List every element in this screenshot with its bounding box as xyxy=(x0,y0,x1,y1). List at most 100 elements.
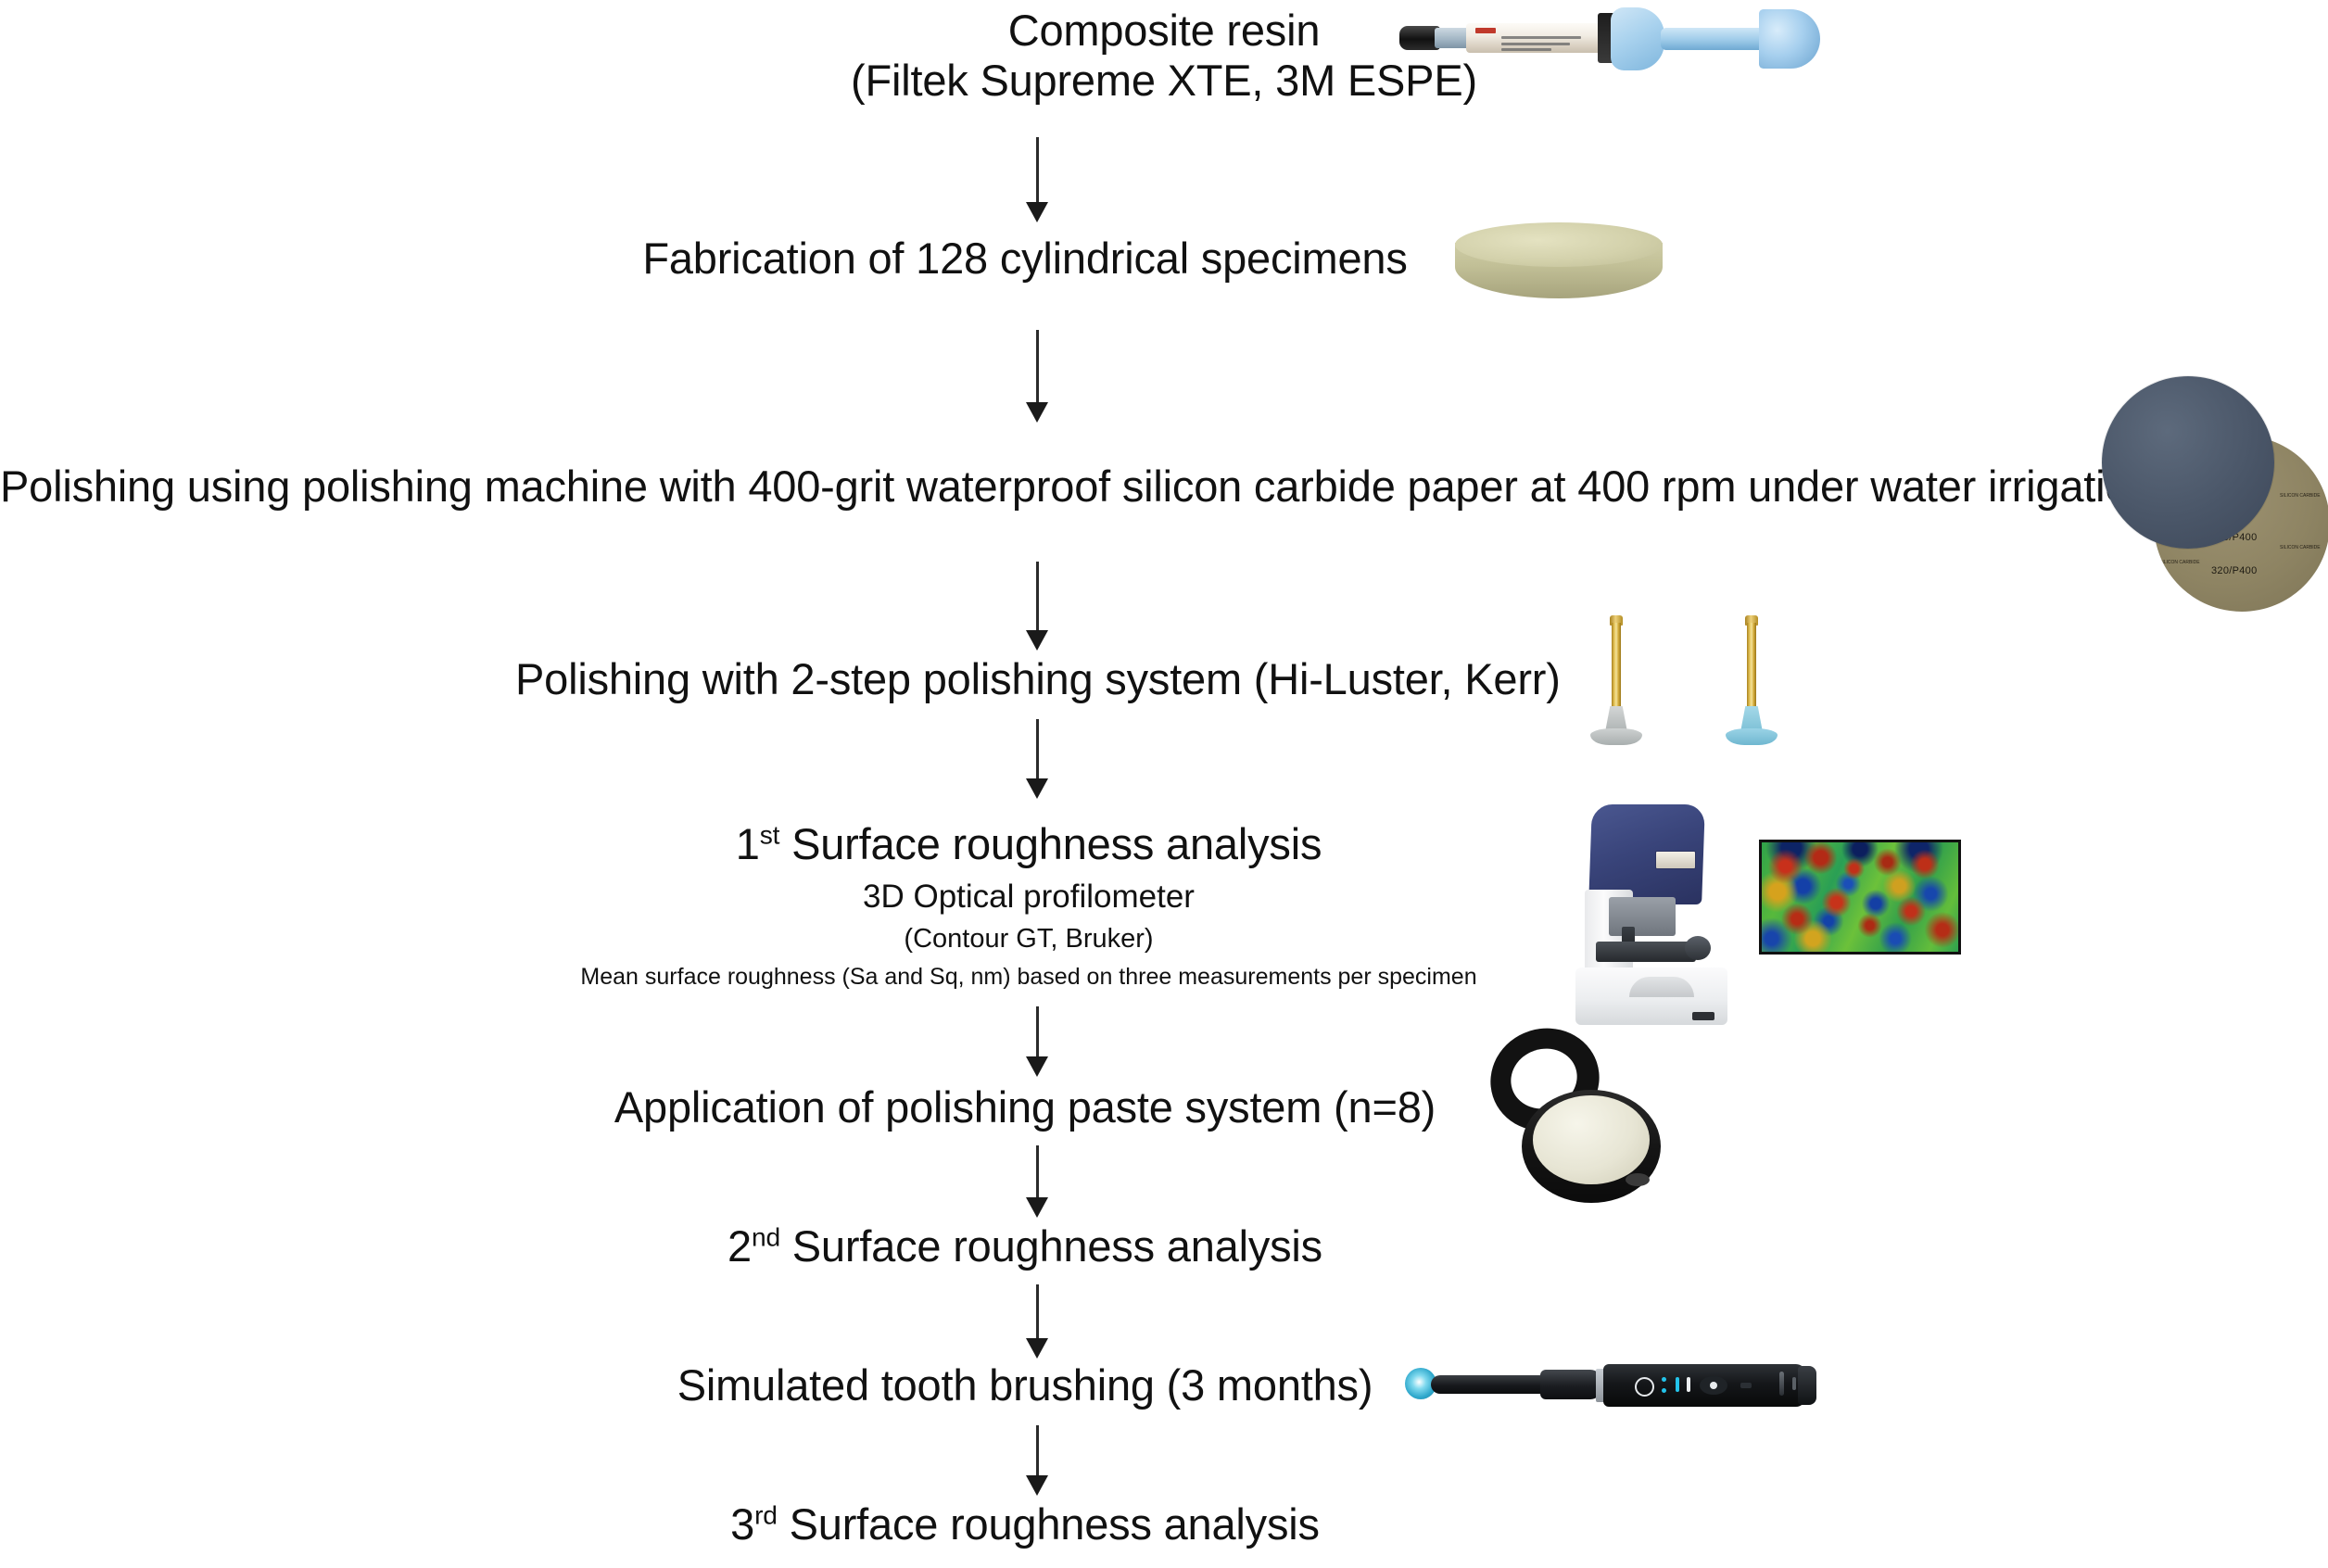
sandpaper-fine-print: SILICON CARBIDE xyxy=(2280,545,2321,550)
toothbrush-mode-indicator xyxy=(1710,1382,1717,1389)
step-paste-application-label: Application of polishing paste system (n… xyxy=(614,1082,1436,1132)
arrow-head-icon xyxy=(1026,1197,1048,1218)
arrow-shaft xyxy=(1035,1145,1039,1198)
arrow-head-icon xyxy=(1026,402,1048,423)
ordinal-number: 3 xyxy=(730,1499,755,1549)
arrow-head-icon xyxy=(1026,778,1048,799)
toothbrush-grip-stripe xyxy=(1779,1372,1784,1396)
profilometer-base-slot xyxy=(1629,977,1694,997)
syringe-label-line xyxy=(1501,48,1551,51)
arrow-shaft xyxy=(1035,1284,1039,1339)
toothbrush-taper xyxy=(1540,1370,1601,1399)
step-fabrication: Fabrication of 128 cylindrical specimens xyxy=(562,234,1488,284)
profilometer-base-foot xyxy=(1692,1012,1714,1020)
arrow-shaft xyxy=(1035,137,1039,203)
composite-resin-syringe-image xyxy=(1399,7,1835,74)
polishing-paste-compact-image xyxy=(1476,1014,1670,1210)
ordinal-number: 2 xyxy=(728,1221,752,1271)
paste-case-notch xyxy=(1626,1173,1650,1186)
toothbrush-indicator-dot xyxy=(1662,1388,1666,1393)
bur-cup xyxy=(1590,728,1642,745)
arrow-shaft xyxy=(1035,1425,1039,1476)
step-polishing-machine: Polishing using polishing machine with 4… xyxy=(0,462,2154,512)
ordinal-rest: Surface roughness analysis xyxy=(779,1221,1322,1271)
ordinal-rest: Surface roughness analysis xyxy=(777,1499,1320,1549)
electric-toothbrush-image xyxy=(1405,1355,1831,1420)
ordinal-suffix: st xyxy=(759,819,780,850)
step-two-step-polishing: Polishing with 2-step polishing system (… xyxy=(515,654,1561,704)
bur-knurl xyxy=(1745,615,1758,626)
optical-profilometer-image xyxy=(1575,804,1733,1031)
syringe-flange xyxy=(1611,7,1664,70)
silicon-carbide-paper-discs-image: 320/P400 320/P400 320/P400 320/P400 SILI… xyxy=(2102,376,2328,617)
specimen-top-face xyxy=(1455,222,1663,267)
paste-pan xyxy=(1533,1095,1650,1184)
bur-knurl xyxy=(1610,615,1623,626)
profilometer-stage xyxy=(1596,942,1696,962)
step-second-roughness-title: 2nd Surface roughness analysis xyxy=(562,1221,1488,1271)
ordinal-suffix: nd xyxy=(751,1221,780,1252)
step-polishing-machine-label: Polishing using polishing machine with 4… xyxy=(0,462,2154,511)
flow-arrow-2 xyxy=(1023,330,1051,423)
step-third-roughness-title: 3rd Surface roughness analysis xyxy=(562,1499,1488,1549)
bur-cup xyxy=(1726,728,1778,745)
toothbrush-power-button-icon xyxy=(1635,1377,1654,1397)
flow-arrow-3 xyxy=(1023,562,1051,651)
profilometer-turret xyxy=(1609,897,1676,936)
arrow-shaft xyxy=(1035,330,1039,403)
profilometer-stage-knob xyxy=(1685,936,1711,960)
arrow-shaft xyxy=(1035,562,1039,631)
ordinal-suffix: rd xyxy=(754,1499,778,1530)
arrow-head-icon xyxy=(1026,1338,1048,1359)
step-tooth-brushing: Simulated tooth brushing (3 months) xyxy=(562,1360,1488,1410)
step-first-roughness-sub3: Mean surface roughness (Sa and Sq, nm) b… xyxy=(580,963,1477,990)
step-second-roughness-analysis: 2nd Surface roughness analysis xyxy=(562,1221,1488,1271)
toothbrush-ring xyxy=(1596,1369,1605,1402)
arrow-head-icon xyxy=(1026,1475,1048,1496)
toothbrush-neck xyxy=(1431,1375,1553,1394)
syringe-tip-icon xyxy=(1399,26,1440,50)
flow-arrow-7 xyxy=(1023,1284,1051,1359)
toothbrush-indicator-bar xyxy=(1676,1377,1679,1392)
sandpaper-fine-print: SILICON CARBIDE xyxy=(2159,560,2200,565)
arrow-head-icon xyxy=(1026,1056,1048,1077)
toothbrush-endcap xyxy=(1798,1366,1816,1405)
cylindrical-specimen-image xyxy=(1455,222,1668,311)
step-first-roughness-analysis: 1st Surface roughness analysis 3D Optica… xyxy=(334,819,1724,990)
flow-arrow-6 xyxy=(1023,1145,1051,1218)
toothbrush-indicator-bar xyxy=(1687,1377,1690,1392)
sandpaper-grit-label: 320/P400 xyxy=(2211,565,2258,576)
arrow-shaft xyxy=(1035,1006,1039,1057)
sandpaper-abrasive-disc xyxy=(2102,376,2274,549)
syringe-plunger-rod xyxy=(1661,28,1772,50)
flow-arrow-4 xyxy=(1023,719,1051,799)
step-tooth-brushing-label: Simulated tooth brushing (3 months) xyxy=(677,1360,1373,1410)
flow-arrow-8 xyxy=(1023,1425,1051,1496)
step-first-roughness-title: 1st Surface roughness analysis xyxy=(334,819,1724,869)
step-two-step-polishing-label: Polishing with 2-step polishing system (… xyxy=(515,654,1561,703)
toothbrush-grip-stripe xyxy=(1792,1377,1796,1390)
step-composite-resin-line1: Composite resin xyxy=(1007,6,1321,55)
step-paste-application: Application of polishing paste system (n… xyxy=(562,1082,1488,1132)
ordinal-rest: Surface roughness analysis xyxy=(779,819,1322,868)
flow-arrow-1 xyxy=(1023,137,1051,222)
flow-arrow-5 xyxy=(1023,1006,1051,1077)
toothbrush-panel-mark xyxy=(1740,1383,1752,1388)
sandpaper-fine-print: SILICON CARBIDE xyxy=(2280,493,2321,499)
step-first-roughness-sub1: 3D Optical profilometer xyxy=(863,879,1195,916)
arrow-head-icon xyxy=(1026,630,1048,651)
step-fabrication-label: Fabrication of 128 cylindrical specimens xyxy=(642,234,1408,283)
syringe-brand-mark xyxy=(1475,28,1496,33)
bur-shank xyxy=(1747,623,1756,712)
syringe-thumb-pad xyxy=(1759,9,1820,69)
step-first-roughness-sub2: (Contour GT, Bruker) xyxy=(904,924,1154,955)
ordinal-number: 1 xyxy=(735,819,760,868)
step-composite-resin: Composite resin (Filtek Supreme XTE, 3M … xyxy=(701,6,1627,106)
bur-shank xyxy=(1612,623,1621,712)
step-third-roughness-analysis: 3rd Surface roughness analysis xyxy=(562,1499,1488,1549)
step-composite-resin-line2: (Filtek Supreme XTE, 3M ESPE) xyxy=(851,56,1477,106)
two-step-polishing-burs-image xyxy=(1590,613,1822,762)
toothbrush-indicator-dot xyxy=(1662,1377,1666,1382)
arrow-shaft xyxy=(1035,719,1039,779)
